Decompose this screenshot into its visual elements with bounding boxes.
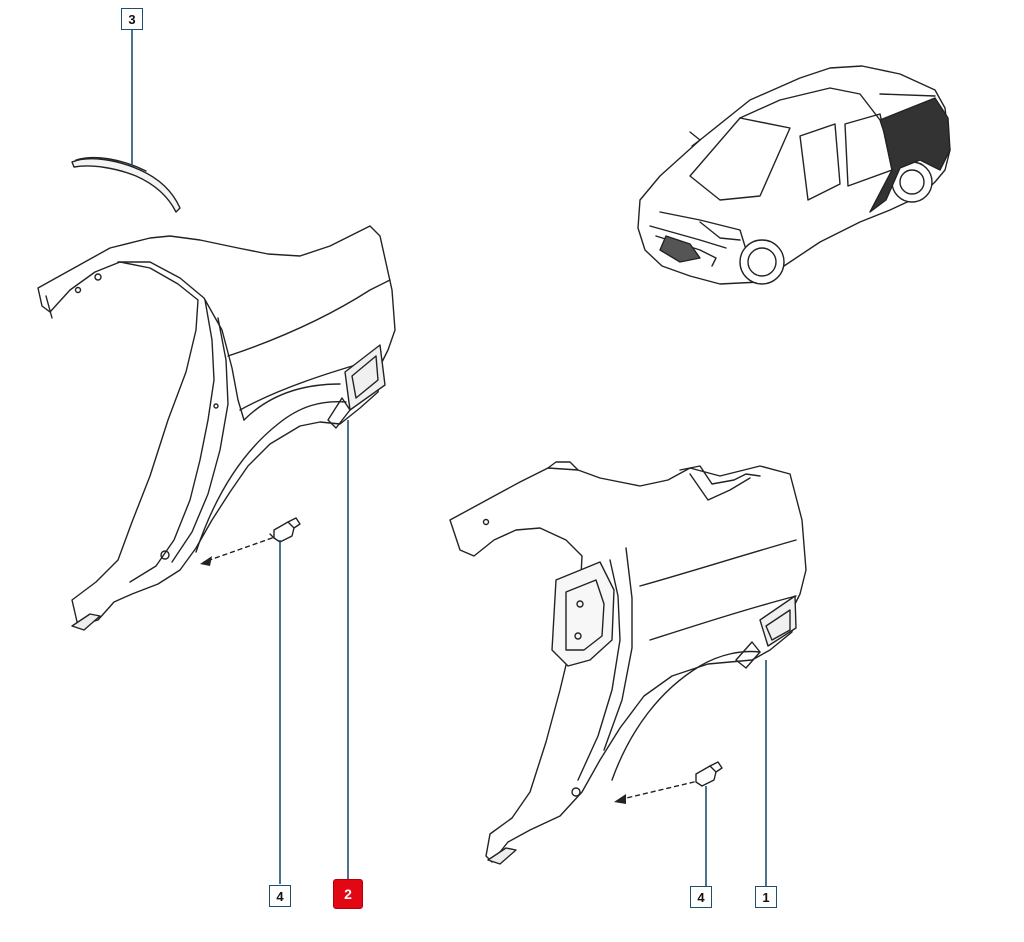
fastener-clip-left [269, 517, 301, 543]
callout-2[interactable]: 2 [333, 879, 363, 909]
assembly-arrowheads [200, 556, 626, 804]
left-quarter-panel [37, 225, 396, 631]
car-thumbnail [637, 65, 951, 285]
assembly-arrows [203, 537, 695, 801]
callout-3[interactable]: 3 [121, 8, 143, 30]
fastener-clip-right [695, 761, 723, 787]
callout-4-left[interactable]: 4 [269, 885, 291, 907]
callout-4-right[interactable]: 4 [690, 886, 712, 908]
leader-lines [131, 30, 767, 886]
callout-1[interactable]: 1 [755, 886, 777, 908]
roof-trim-strip [71, 157, 181, 213]
right-quarter-panel [449, 461, 807, 865]
